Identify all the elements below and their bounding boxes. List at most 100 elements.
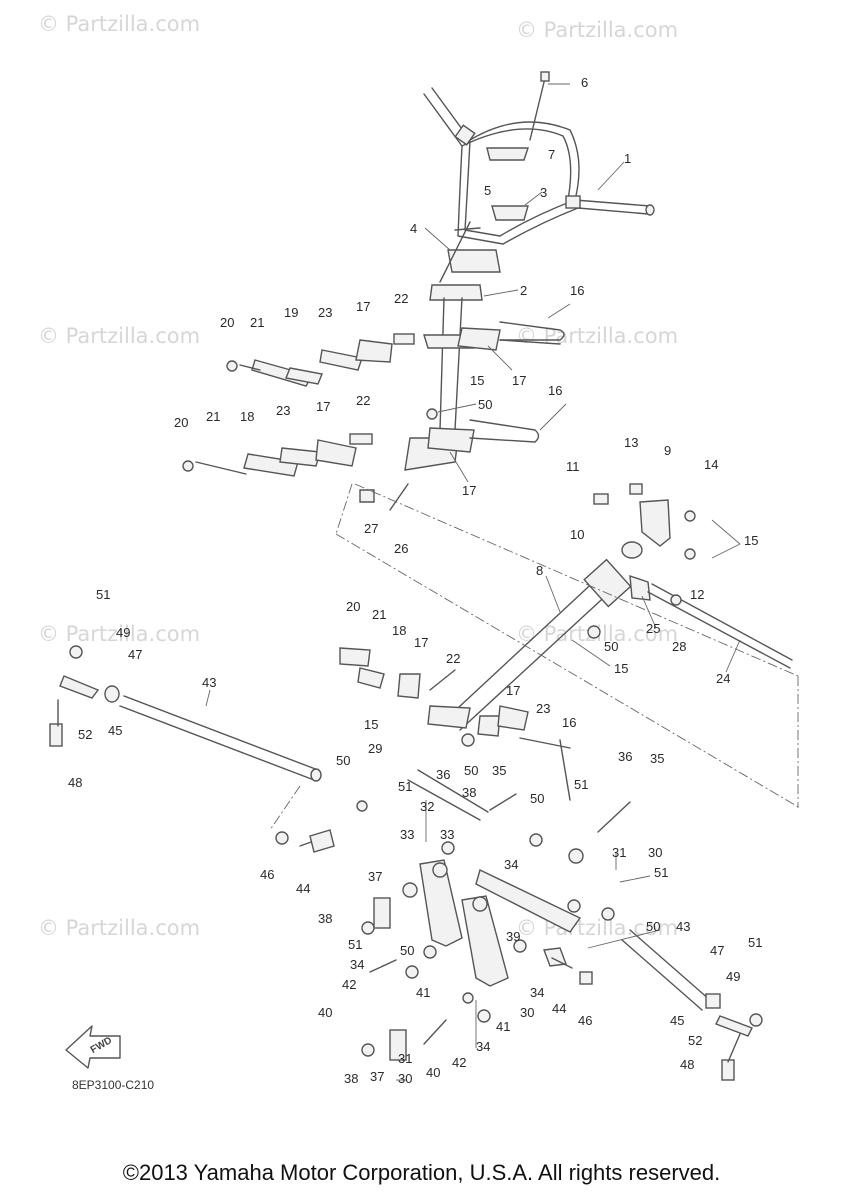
callout-label: 10 xyxy=(570,527,585,542)
callout-label: 20 xyxy=(346,599,361,614)
callout-label: 36 xyxy=(436,767,451,782)
callout-label: 50 xyxy=(464,763,479,778)
callout-label: 23 xyxy=(276,403,291,418)
callout-label: 15 xyxy=(364,717,379,732)
callout-label: 23 xyxy=(536,701,551,716)
callout-label: 25 xyxy=(646,621,661,636)
callout-label: 15 xyxy=(470,373,485,388)
diagram-code: 8EP3100-C210 xyxy=(72,1078,155,1092)
callout-label: 39 xyxy=(506,929,521,944)
watermark: © Partzilla.com xyxy=(38,916,201,940)
callout-label: 14 xyxy=(704,457,719,472)
callout-label: 49 xyxy=(116,625,131,640)
callout-label: 51 xyxy=(96,587,111,602)
callout-label: 50 xyxy=(400,943,415,958)
callout-label: 50 xyxy=(604,639,619,654)
lower-link-parts xyxy=(339,647,571,821)
callout-label: 49 xyxy=(726,969,741,984)
callout-label: 22 xyxy=(394,291,409,306)
callout-label: 32 xyxy=(420,799,435,814)
callout-label: 31 xyxy=(398,1051,413,1066)
callout-label: 45 xyxy=(670,1013,685,1028)
watermark: © Partzilla.com xyxy=(38,622,201,646)
callout-label: 46 xyxy=(260,867,275,882)
middle-link-parts xyxy=(182,408,540,511)
callout-label: 50 xyxy=(478,397,493,412)
callout-label: 40 xyxy=(318,1005,333,1020)
callout-label: 24 xyxy=(716,671,731,686)
callout-label: 34 xyxy=(504,857,519,872)
callout-label: 11 xyxy=(566,459,580,474)
left-tie-rod-part xyxy=(49,645,322,782)
callout-label: 51 xyxy=(748,935,763,950)
bracket-parts xyxy=(593,483,696,560)
callout-label: 4 xyxy=(410,221,418,236)
watermark: © Partzilla.com xyxy=(38,324,201,348)
callout-label: 23 xyxy=(318,305,333,320)
callout-label: 36 xyxy=(618,749,633,764)
callout-label: 38 xyxy=(318,911,333,926)
callout-label: 50 xyxy=(336,753,351,768)
callout-label: 8 xyxy=(536,563,544,578)
callout-label: 50 xyxy=(530,791,545,806)
callout-label: 18 xyxy=(240,409,255,424)
callout-label: 2 xyxy=(520,283,528,298)
callout-label: 38 xyxy=(344,1071,359,1086)
callout-label: 17 xyxy=(356,299,371,314)
callout-label: 34 xyxy=(530,985,545,1000)
callout-label: 21 xyxy=(206,409,221,424)
callout-label: 40 xyxy=(426,1065,441,1080)
callout-label: 30 xyxy=(648,845,663,860)
callout-label: 15 xyxy=(614,661,629,676)
callout-label: 19 xyxy=(284,305,299,320)
callout-label: 27 xyxy=(364,521,379,536)
shaft-part xyxy=(444,558,793,731)
callout-label: 20 xyxy=(174,415,189,430)
upper-link-parts xyxy=(226,321,565,387)
callout-label: 37 xyxy=(368,869,383,884)
callout-label: 51 xyxy=(348,937,363,952)
callout-label: 44 xyxy=(552,1001,567,1016)
callout-label: 48 xyxy=(68,775,83,790)
callout-label: 34 xyxy=(350,957,365,972)
callout-label: 21 xyxy=(250,315,265,330)
callout-label: 21 xyxy=(372,607,387,622)
handlebar-part xyxy=(423,87,655,245)
bolt-parts xyxy=(299,793,631,1045)
callout-label: 17 xyxy=(512,373,527,388)
callout-label: 52 xyxy=(688,1033,703,1048)
callout-label: 43 xyxy=(676,919,691,934)
callout-label: 17 xyxy=(316,399,331,414)
callout-label: 1 xyxy=(624,151,632,166)
callout-label: 17 xyxy=(506,683,521,698)
callout-label: 17 xyxy=(414,635,429,650)
callout-label: 48 xyxy=(680,1057,695,1072)
callout-label: 33 xyxy=(400,827,415,842)
callout-label: 47 xyxy=(710,943,725,958)
watermark: © Partzilla.com xyxy=(516,18,679,42)
copyright-notice: ©2013 Yamaha Motor Corporation, U.S.A. A… xyxy=(122,1160,721,1185)
callout-label: 12 xyxy=(690,587,705,602)
callout-label: 41 xyxy=(496,1019,511,1034)
callout-label: 51 xyxy=(574,777,589,792)
callout-label: 3 xyxy=(540,185,548,200)
callout-label: 47 xyxy=(128,647,143,662)
callout-label: 42 xyxy=(452,1055,467,1070)
callout-label: 13 xyxy=(624,435,639,450)
callout-label: 6 xyxy=(581,75,589,90)
callout-label: 20 xyxy=(220,315,235,330)
callout-label: 26 xyxy=(394,541,409,556)
callout-label: 37 xyxy=(370,1069,385,1084)
callout-label: 34 xyxy=(476,1039,491,1054)
callout-label: 16 xyxy=(570,283,585,298)
callout-label: 30 xyxy=(398,1071,413,1086)
callout-label: 16 xyxy=(562,715,577,730)
pitman-arm-parts xyxy=(275,800,615,1061)
right-tie-rod-part xyxy=(621,929,763,1081)
callout-label: 43 xyxy=(202,675,217,690)
callout-label: 16 xyxy=(548,383,563,398)
callout-label: 17 xyxy=(462,483,477,498)
callout-label: 5 xyxy=(484,183,492,198)
